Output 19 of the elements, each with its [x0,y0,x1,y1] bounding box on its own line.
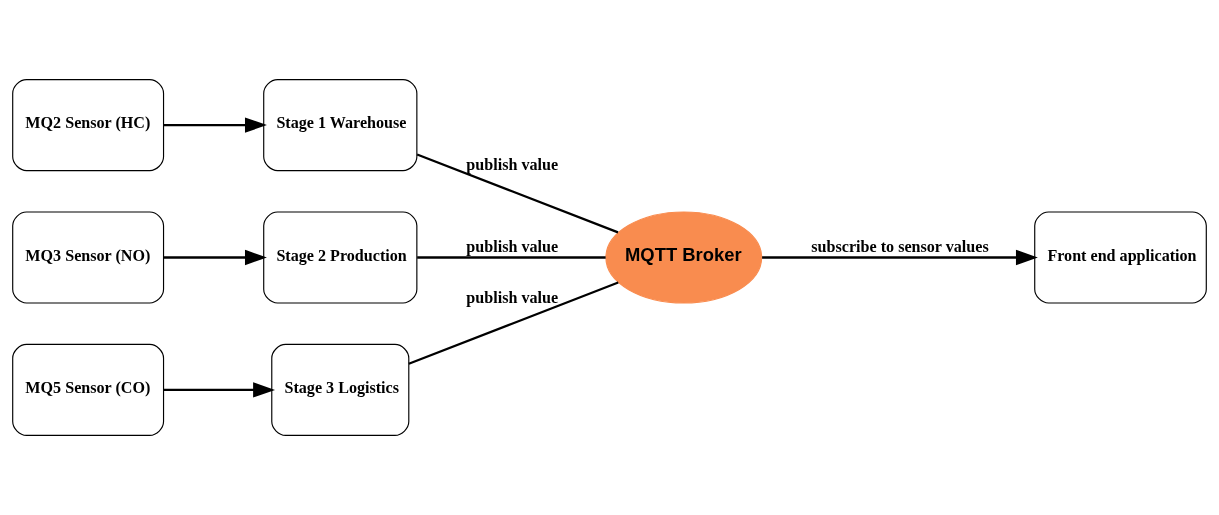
node-ellipse: MQTT Broker [605,211,763,304]
node-box: MQ2 Sensor (HC) [12,79,165,172]
arrow [163,249,267,266]
arrow [163,117,267,133]
connector [408,281,619,365]
edge-label: publish value [466,237,559,255]
node-box: Stage 1 Warehouse [263,79,418,172]
connector [416,153,619,234]
node-box: MQ3 Sensor (NO) [12,211,165,304]
edge-label: publish value [466,288,559,306]
edge-label: subscribe to sensor values [811,237,989,255]
node-box: Stage 3 Logistics [271,343,410,436]
arrow [163,382,275,398]
node-box: Stage 2 Production [263,211,418,304]
node-box: Front end application [1034,211,1207,304]
connector [417,256,606,259]
edge-label: publish value [466,156,559,174]
arrow [762,249,1038,266]
node-box: MQ5 Sensor (CO) [12,343,165,436]
